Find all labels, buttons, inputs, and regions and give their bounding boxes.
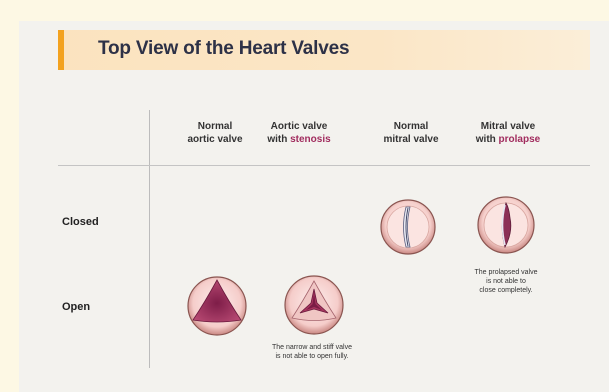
column-header-line1: Aortic valve: [254, 120, 344, 133]
column-header-line1: Mitral valve: [463, 120, 553, 133]
stenosis-note-line: is not able to open fully.: [262, 352, 362, 361]
prolapse-note-line: The prolapsed valve: [456, 268, 556, 277]
column-header-mitral-prolapse: Mitral valve with prolapse: [463, 120, 553, 146]
column-header-normal-mitral: Normal mitral valve: [366, 120, 456, 146]
column-header-normal-aortic: Normal aortic valve: [170, 120, 260, 146]
table-horizontal-divider: [58, 165, 590, 166]
column-header-line2: with stenosis: [254, 133, 344, 146]
column-header-line1: Normal: [366, 120, 456, 133]
row-label-open: Open: [62, 301, 90, 313]
title-bar: Top View of the Heart Valves: [58, 30, 590, 70]
column-header-aortic-stenosis: Aortic valve with stenosis: [254, 120, 344, 146]
aortic-stenosis-valve-illustration: [282, 273, 346, 337]
normal-aortic-valve-illustration: [185, 274, 249, 338]
title-accent-bar: [58, 30, 64, 70]
mitral-prolapse-valve-illustration: [475, 194, 537, 256]
column-header-line2: mitral valve: [366, 133, 456, 146]
column-header-line2: with prolapse: [463, 133, 553, 146]
normal-mitral-valve-illustration: [378, 197, 438, 257]
column-header-line2: aortic valve: [170, 133, 260, 146]
table-vertical-divider: [149, 110, 150, 368]
stenosis-note: The narrow and stiff valve is not able t…: [262, 343, 362, 361]
column-header-line1: Normal: [170, 120, 260, 133]
figure-title: Top View of the Heart Valves: [98, 38, 349, 60]
prolapse-note-line: close completely.: [456, 286, 556, 295]
stenosis-note-line: The narrow and stiff valve: [262, 343, 362, 352]
row-label-closed: Closed: [62, 216, 99, 228]
prolapse-note-line: is not able to: [456, 277, 556, 286]
prolapse-note: The prolapsed valve is not able to close…: [456, 268, 556, 295]
